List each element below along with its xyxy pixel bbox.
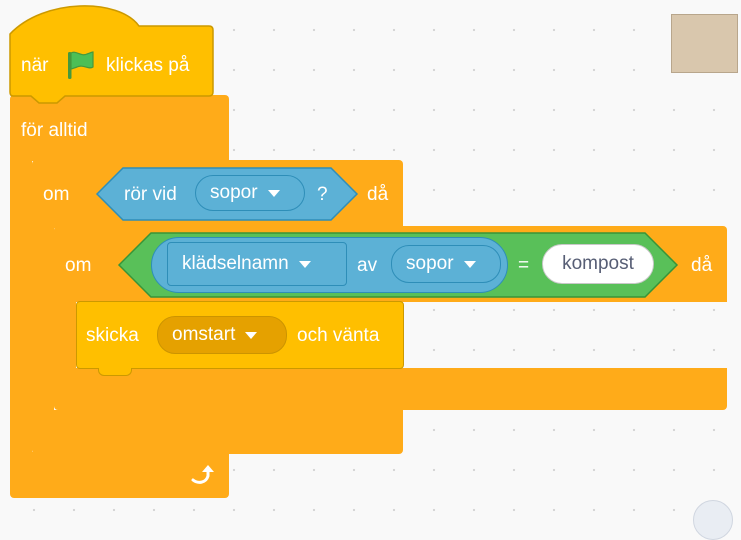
- touching-question-mark: ?: [317, 184, 328, 205]
- costume-name-dropdown[interactable]: klädselnamn: [167, 242, 347, 286]
- compare-value-text: kompost: [562, 253, 634, 274]
- chevron-down-icon: [245, 331, 258, 339]
- if-inner-label: om: [65, 255, 92, 276]
- sprite-value: sopor: [406, 253, 454, 274]
- if-inner-then-label: då: [691, 255, 713, 276]
- zoom-control-partial[interactable]: [693, 500, 733, 540]
- equals-sign: =: [518, 255, 530, 276]
- touching-object-value: sopor: [210, 182, 258, 203]
- hat-prefix-label: när: [21, 55, 49, 76]
- stage-thumbnail[interactable]: [671, 14, 738, 73]
- chevron-down-icon: [298, 260, 311, 268]
- hat-suffix-label: klickas på: [106, 55, 190, 76]
- touching-label: rör vid: [124, 184, 177, 205]
- touching-object-dropdown[interactable]: sopor: [195, 175, 305, 211]
- loop-arrow-icon: [188, 462, 216, 493]
- forever-label: för alltid: [21, 120, 88, 141]
- compare-value-input[interactable]: kompost: [542, 244, 654, 284]
- of-label: av: [357, 255, 378, 276]
- broadcast-message-dropdown[interactable]: omstart: [157, 316, 287, 354]
- costume-name-value: klädselnamn: [182, 253, 289, 274]
- broadcast-label: skicka: [86, 325, 139, 346]
- sprite-dropdown[interactable]: sopor: [391, 245, 501, 283]
- if-outer-then-label: då: [367, 184, 389, 205]
- broadcast-wait-label: och vänta: [297, 325, 380, 346]
- broadcast-message-value: omstart: [172, 324, 236, 345]
- green-flag-icon: [64, 49, 96, 86]
- chevron-down-icon: [267, 189, 280, 197]
- if-outer-label: om: [43, 184, 70, 205]
- chevron-down-icon: [463, 260, 476, 268]
